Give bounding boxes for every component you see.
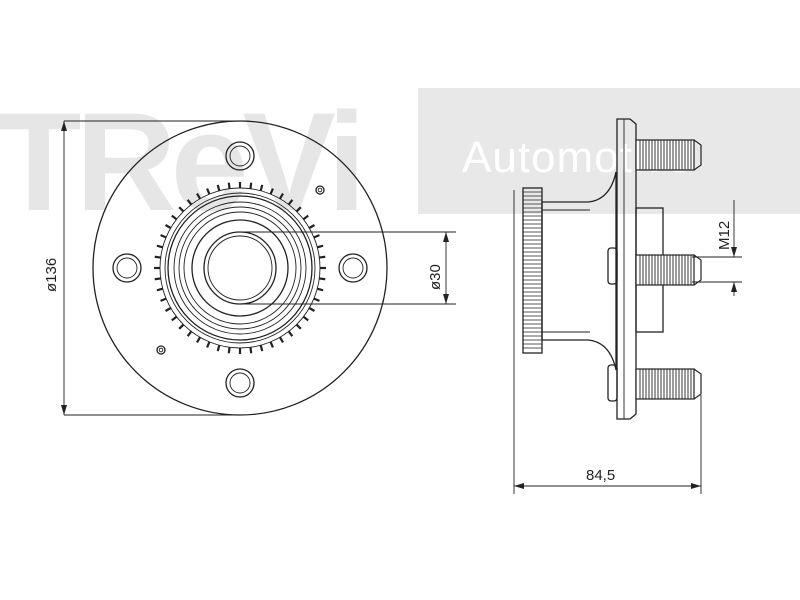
- tone-ring-tooth: [319, 277, 326, 281]
- tone-ring-tooth: [206, 341, 211, 348]
- tone-ring-tooth: [295, 206, 302, 213]
- tone-ring-tooth: [269, 341, 274, 348]
- tone-ring-tooth: [313, 234, 320, 239]
- tone-ring-tooth: [154, 277, 161, 281]
- thread-dimension: M12: [692, 200, 742, 296]
- bore: [203, 231, 277, 305]
- width-label: 84,5: [586, 467, 615, 484]
- tone-ring-tooth: [287, 330, 294, 337]
- tone-ring-tooth: [308, 224, 316, 229]
- tone-ring-tooth: [164, 307, 172, 312]
- tone-ring-tooth: [186, 199, 193, 206]
- tone-ring-tooth: [171, 214, 178, 221]
- tone-ring-tooth: [156, 287, 164, 292]
- side-view: [522, 118, 702, 420]
- wheel-studs: [635, 139, 702, 400]
- tone-ring-tooth: [249, 182, 253, 189]
- outer-diameter-label: ø136: [43, 258, 60, 292]
- tone-ring-tooth: [302, 214, 309, 221]
- thread-label: M12: [716, 221, 733, 250]
- tone-ring-tooth: [178, 323, 185, 330]
- tone-ring-tooth: [160, 234, 167, 239]
- tone-ring-tooth: [302, 315, 309, 322]
- tone-ring-tooth: [186, 330, 193, 337]
- flange-side: [616, 118, 637, 420]
- tone-ring-tooth: [164, 224, 172, 229]
- width-dimension: 84,5: [513, 190, 702, 494]
- tone-ring-tooth: [206, 188, 211, 195]
- tone-ring-tooth: [287, 199, 294, 206]
- tone-ring-tooth: [227, 347, 231, 354]
- tone-ring-tooth: [295, 323, 302, 330]
- hub-body: [541, 171, 617, 371]
- tone-ring-tooth: [313, 297, 320, 302]
- bore-diameter-label: ø30: [427, 264, 444, 290]
- pin-holes: [156, 185, 325, 355]
- tone-ring-tooth: [178, 206, 185, 213]
- abs-tone-ring: [154, 182, 326, 354]
- tone-ring-tooth: [279, 336, 284, 344]
- tone-ring-tooth: [259, 344, 264, 352]
- wheel-stud: [635, 368, 702, 400]
- tone-ring-tooth: [160, 297, 167, 302]
- wheel-stud: [635, 139, 702, 171]
- tone-ring-tooth: [319, 255, 326, 259]
- watermark-brand: TReVi: [0, 83, 360, 240]
- tone-ring-tooth: [269, 188, 274, 195]
- tone-ring-tooth: [196, 336, 201, 344]
- tone-ring-tooth: [316, 287, 324, 292]
- tone-ring-tooth: [216, 344, 221, 352]
- tone-ring-tooth: [308, 307, 316, 312]
- tone-ring-tooth: [249, 347, 253, 354]
- outer-diameter-dimension: ø136: [43, 120, 240, 416]
- tone-ring-tooth: [171, 315, 178, 322]
- tone-ring-tooth: [216, 184, 221, 192]
- tone-ring-tooth: [196, 192, 201, 200]
- tone-ring-tooth: [259, 184, 264, 192]
- bolt-holes: [112, 141, 368, 398]
- tone-ring-tooth: [156, 244, 164, 249]
- bore-diameter-dimension: ø30: [240, 231, 456, 305]
- hub-rings: [167, 195, 313, 341]
- tone-ring-tooth: [154, 255, 161, 259]
- tone-ring-tooth: [227, 182, 231, 189]
- tone-ring-tooth: [316, 244, 324, 249]
- tone-ring-tooth: [279, 192, 284, 200]
- watermark-band: [418, 88, 800, 214]
- wheel-stud: [635, 254, 702, 286]
